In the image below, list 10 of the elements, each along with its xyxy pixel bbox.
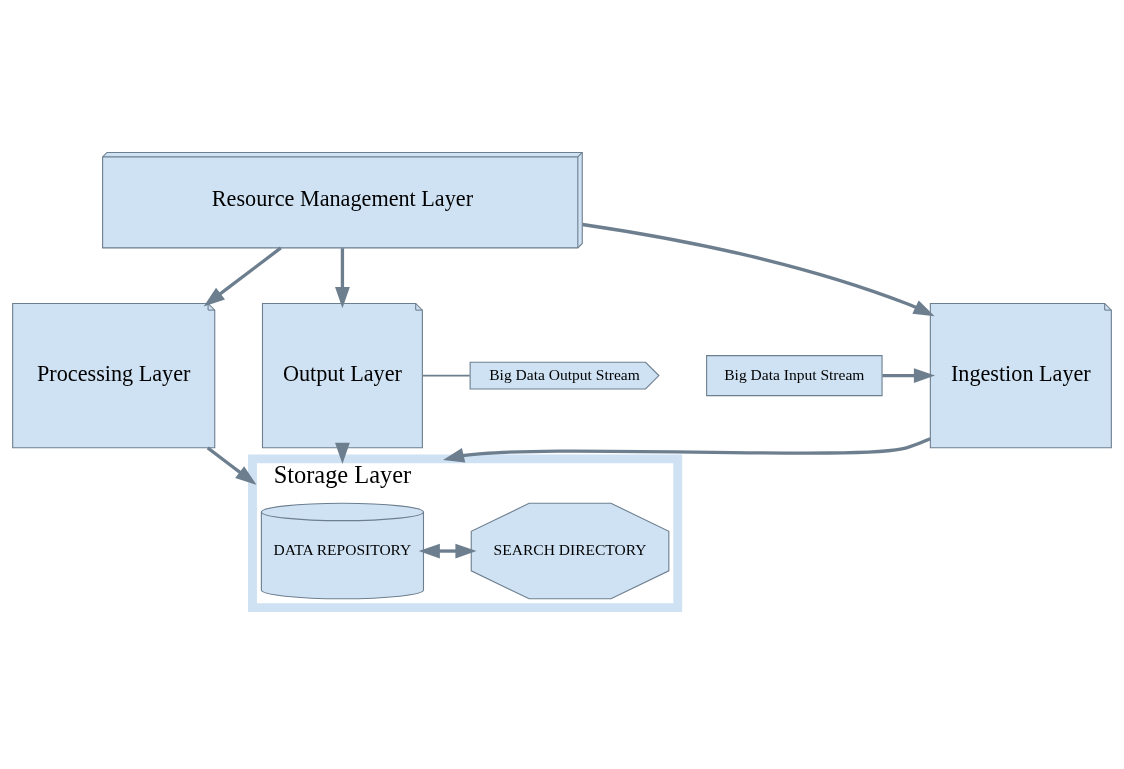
arrow xyxy=(443,437,931,463)
arrow xyxy=(418,543,477,559)
arrow xyxy=(882,368,935,383)
arrow xyxy=(203,246,282,307)
connector xyxy=(421,374,471,377)
arrow xyxy=(206,446,257,485)
arrow xyxy=(582,222,935,317)
arrow xyxy=(335,248,350,309)
arrow xyxy=(335,442,350,464)
node-box: Big Data Input Stream xyxy=(706,355,883,397)
